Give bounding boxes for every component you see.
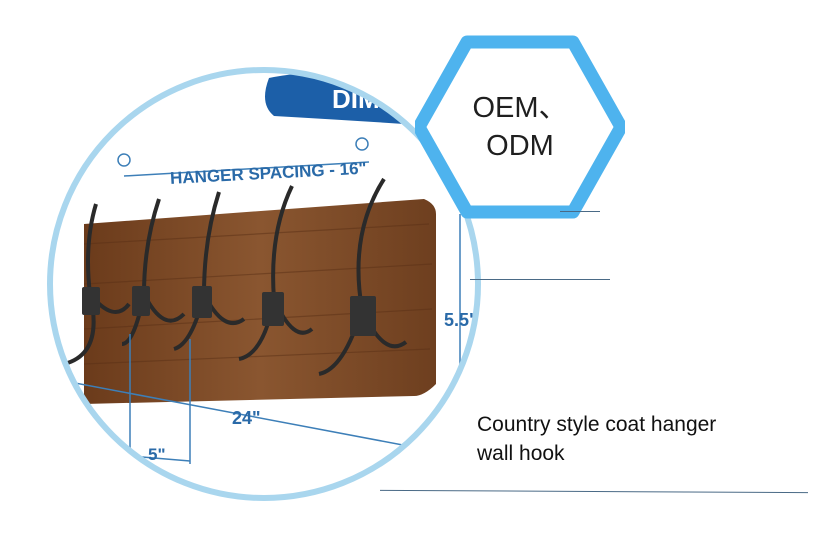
spacing-dimension-line [123,161,370,177]
badge-text: OEM、 ODM [415,34,625,220]
mount-hole-icon [117,153,131,167]
badge-line-2: ODM [486,130,554,162]
caption-line-2: wall hook [477,442,565,465]
oem-odm-badge: OEM、 ODM [412,34,628,220]
badge-line-1: OEM、 [472,92,568,124]
height-label: 5.5" [444,310,478,330]
hook-gap-label: 5" [148,445,166,464]
product-photo: DIME HANGER SPACING - 16" [47,67,481,501]
circle-border [47,67,481,501]
divider-line [560,211,600,212]
divider-line [470,279,610,280]
product-caption: Country style coat hanger wall hook [477,410,797,468]
hexagon-shape [412,35,628,219]
length-dimension-line [53,378,425,450]
hook-plates [82,286,376,336]
caption-line-1: Country style coat hanger [477,413,717,436]
length-label: 24" [232,408,261,428]
product-photo-circle: DIME HANGER SPACING - 16" [44,64,484,504]
mount-hole-icon [355,137,369,151]
